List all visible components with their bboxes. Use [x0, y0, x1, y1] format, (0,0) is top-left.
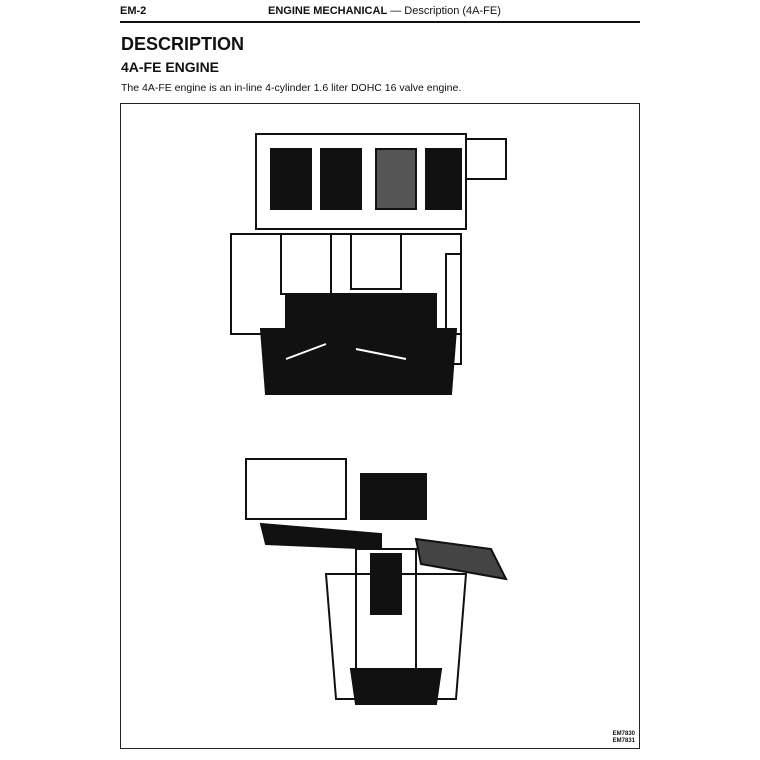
description-text: The 4A-FE engine is an in-line 4-cylinde…	[121, 82, 462, 94]
engine-front-cutaway-illustration	[245, 458, 508, 705]
figure-codes: EM7830 EM7831	[612, 731, 635, 744]
section-subtitle: 4A-FE ENGINE	[121, 59, 220, 75]
section-title: ENGINE MECHANICAL — Description (4A-FE)	[268, 5, 501, 17]
page-number: EM-2	[120, 5, 147, 17]
page-header: EM-2 ENGINE MECHANICAL — Description (4A…	[120, 5, 640, 23]
engine-side-cutaway-illustration	[230, 133, 507, 395]
page-title: DESCRIPTION	[121, 34, 245, 54]
figure-frame: EM7830 EM7831	[120, 103, 640, 749]
